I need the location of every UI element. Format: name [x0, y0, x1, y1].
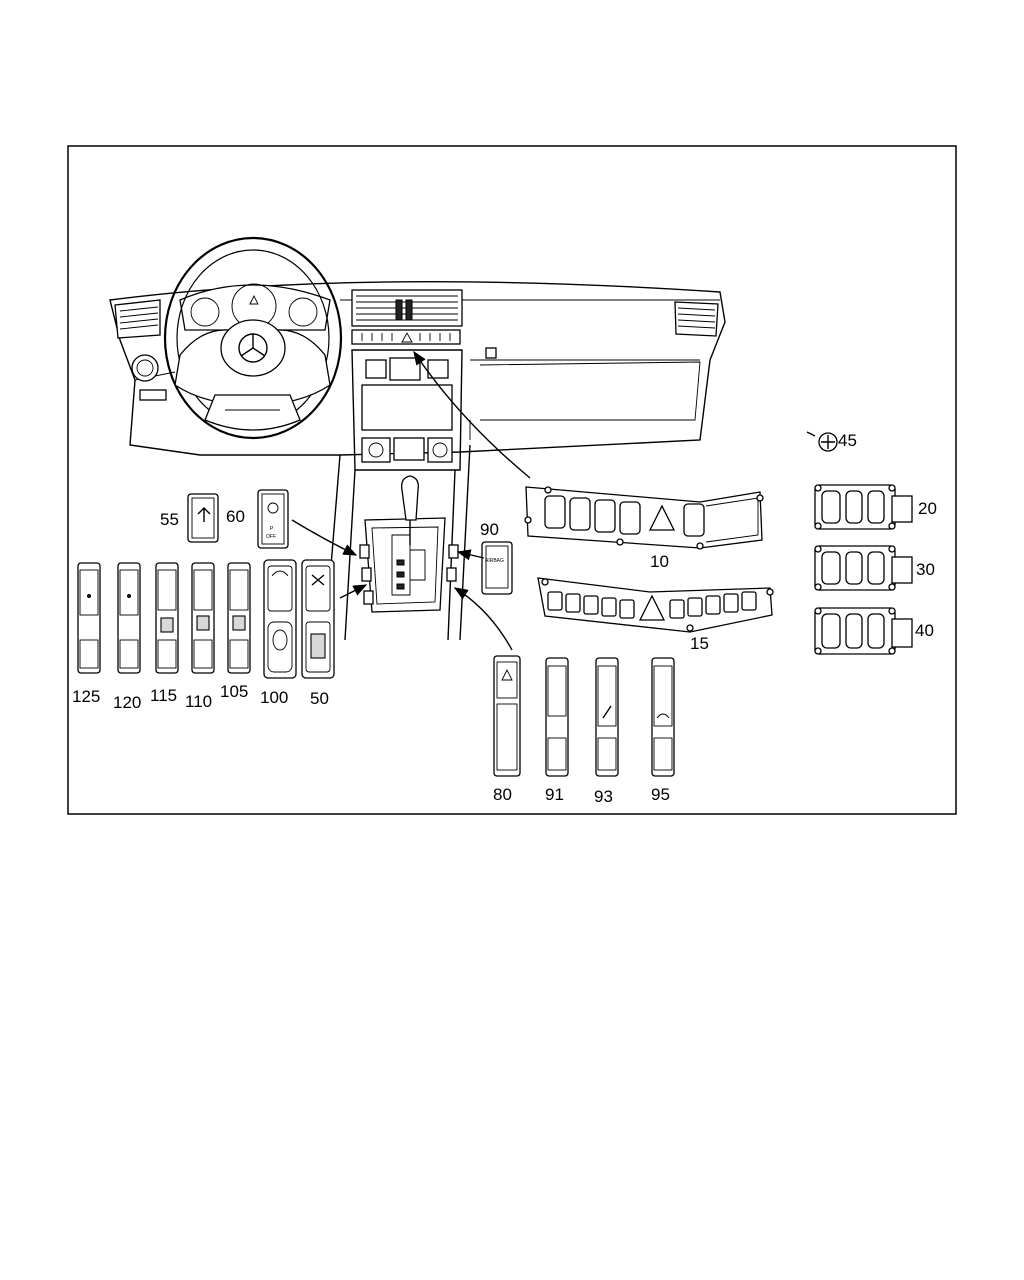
center-stack	[351, 349, 463, 471]
callout-80: 80	[493, 785, 512, 804]
callout-115: 115	[150, 686, 177, 705]
callout-125: 125	[72, 687, 100, 706]
part-40-panel	[814, 607, 913, 655]
center-console	[324, 444, 471, 641]
callout-100: 100	[260, 688, 288, 707]
callout-93: 93	[594, 787, 613, 806]
callout-30: 30	[916, 560, 935, 579]
center-air-vent	[351, 289, 463, 327]
diagram-frame	[67, 145, 957, 815]
part-60-switch: P OFF	[257, 489, 289, 549]
mercedes-star-icon	[238, 333, 268, 363]
dashboard	[109, 236, 726, 641]
screw-icon	[806, 431, 838, 452]
part-95-switch	[651, 657, 675, 777]
part-30-panel	[814, 545, 913, 591]
part-93-switch	[595, 657, 619, 777]
callout-55: 55	[160, 510, 179, 529]
callout-60: 60	[226, 507, 245, 526]
callout-15: 15	[690, 634, 709, 653]
part-90-switch: AIRBAG	[481, 541, 513, 595]
callout-50: 50	[310, 689, 329, 708]
dash-switch-bar	[351, 329, 461, 345]
part-10-switch-panel	[524, 486, 764, 550]
callout-95: 95	[651, 785, 670, 804]
part-55-switch	[187, 493, 219, 543]
left-air-vent	[114, 299, 161, 339]
switch-p-text: P	[270, 526, 274, 532]
callout-labels: 10 15 20 30 40 45 50 55 60 80 90 91 93 9…	[72, 431, 937, 806]
switch-off-text: OFF	[266, 534, 276, 540]
part-100-switch	[263, 559, 297, 679]
callout-40: 40	[915, 621, 934, 640]
part-91-switch	[545, 657, 569, 777]
callout-91: 91	[545, 785, 564, 804]
part-120-switch	[117, 562, 141, 674]
leader-arrows	[291, 350, 531, 651]
part-15-switch-panel	[537, 577, 774, 633]
part-80-switch	[493, 655, 521, 777]
callout-10: 10	[650, 552, 669, 571]
airbag-text: AIRBAG	[485, 558, 504, 564]
part-20-panel	[814, 484, 913, 530]
part-110-switch	[191, 562, 215, 674]
part-50-switch	[301, 559, 335, 679]
steering-wheel-icon	[163, 236, 343, 440]
part-125-switch	[77, 562, 101, 674]
callout-120: 120	[113, 693, 141, 712]
part-115-switch	[155, 562, 179, 674]
instrument-cluster	[179, 283, 331, 331]
callout-20: 20	[918, 499, 937, 518]
part-105-switch	[227, 562, 251, 674]
callout-105: 105	[220, 682, 248, 701]
hazard-triangle-icon	[648, 504, 676, 531]
right-air-vent	[674, 301, 719, 337]
callout-110: 110	[185, 692, 212, 711]
callout-90: 90	[480, 520, 499, 539]
callout-45: 45	[838, 431, 857, 450]
